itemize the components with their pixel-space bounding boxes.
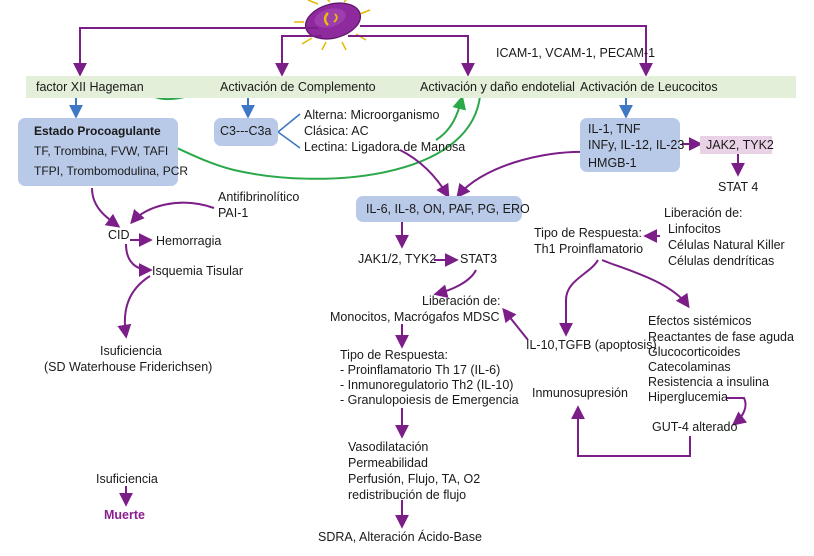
activacion-endotelial: Activación y daño endotelial	[420, 80, 575, 94]
clasica: Clásica: AC	[304, 124, 369, 138]
lib-right-title: Liberación de:	[664, 206, 743, 220]
infy: INFy, IL-12, IL-23	[588, 138, 685, 152]
arrow-th1-to-il10	[559, 259, 599, 337]
arrow-th1-to-efectos	[601, 259, 690, 309]
hmgb1: HMGB-1	[588, 156, 637, 170]
gut4: GUT-4 alterado	[652, 420, 738, 434]
arrow-il10-to-monocitos	[502, 307, 529, 341]
muerte: Muerte	[104, 508, 145, 522]
arrow-bacteria-to-factor-xii	[73, 27, 318, 77]
il6-list: IL-6, IL-8, ON, PAF, PG, ERO	[366, 202, 530, 216]
vaso-3: Perfusión, Flujo, TA, O2	[348, 472, 481, 486]
resp-3: - Granulopoiesis de Emergencia	[340, 393, 519, 407]
insuficiencia-2: Isuficiencia	[96, 472, 158, 486]
arrow-leucocitos-to-il6	[456, 150, 589, 199]
procoagulante-box	[18, 118, 178, 186]
arrow-cid-to-isquemia	[125, 243, 153, 277]
efectos-4: Catecolaminas	[648, 360, 731, 374]
arrow-endotelial-to-il6	[399, 149, 450, 199]
lib-right-3: Células dendríticas	[668, 254, 775, 268]
monocitos: Monocitos, Macrógafos MDSC	[330, 310, 500, 324]
liberacion-de: Liberación de:	[422, 294, 501, 308]
efectos-1: Efectos sistémicos	[648, 314, 752, 328]
jak12-tyk2: JAK1/2, TYK2	[358, 252, 437, 266]
tipo-respuesta-th1: Tipo de Respuesta:	[534, 226, 642, 240]
pai1: PAI-1	[218, 206, 249, 220]
il6-box	[356, 196, 522, 222]
antifibrinolitico: Antifibrinolítico	[218, 190, 300, 204]
factor-xii: factor XII Hageman	[36, 80, 144, 94]
sdra: SDRA, Alteración Ácido-Base	[318, 530, 482, 544]
il1-tnf: IL-1, TNF	[588, 122, 641, 136]
arrow-procoag-to-cid	[91, 187, 121, 228]
c3-bracket	[276, 113, 301, 149]
efectos-2: Reactantes de fase aguda	[648, 330, 794, 344]
tipo-respuesta-2: Tipo de Respuesta:	[340, 348, 448, 362]
lectina: Lectina: Ligadora de Manosa	[304, 140, 466, 154]
estado-procoagulante: Estado Procoagulante	[34, 124, 161, 138]
vaso-4: redistribución de flujo	[348, 488, 467, 502]
efectos-5: Resistencia a insulina	[648, 375, 769, 389]
arrow-endotelial-to-procoagulante	[161, 95, 481, 180]
leucocitos-box	[580, 118, 680, 172]
bacterium-icon	[294, 0, 371, 51]
il10-tgfb: IL-10,TGFB (apoptosis)	[526, 338, 657, 352]
jak2-tyk2: JAK2, TYK2	[706, 138, 774, 152]
procoag-down: TFPI, Trombomodulina, PCR	[34, 164, 189, 178]
arrow-antifib-to-cid	[130, 201, 215, 225]
arrow-bacteria-to-endotelial	[348, 35, 475, 77]
activation-band	[26, 76, 796, 98]
insuficiencia: Isuficiencia	[100, 344, 162, 358]
vaso-2: Permeabilidad	[348, 456, 428, 470]
arrow-bacteria-to-complemento	[275, 35, 322, 77]
arrow-hiperglucemia-to-gut4	[726, 397, 748, 426]
arrow-gut4-to-inmunosupresion	[571, 405, 691, 457]
activacion-complemento: Activación de Complemento	[220, 80, 376, 94]
arrow-bacteria-to-leucocitos	[360, 25, 653, 77]
cid: CID	[108, 228, 130, 242]
hemorragia: Hemorragia	[156, 234, 222, 248]
jak2-highlight	[700, 136, 772, 154]
alterna: Alterna: Microorganismo	[304, 108, 440, 122]
sd-waterhouse: (SD Waterhouse Friderichsen)	[44, 360, 213, 374]
inmunosupresion: Inmunosupresión	[532, 386, 628, 400]
procoag-up: TF, Trombina, FVW, TAFI	[34, 144, 169, 158]
lib-right-1: Linfocitos	[668, 222, 721, 236]
arrow-lectina-to-endotelial	[435, 95, 467, 141]
c3-label: C3---C3a	[220, 124, 272, 138]
isquemia: Isquemia Tisular	[152, 264, 244, 278]
th1: Th1 Proinflamatorio	[534, 242, 644, 256]
activacion-leucocitos: Activación de Leucocitos	[580, 80, 718, 94]
efectos-6: Hiperglucemia	[648, 390, 728, 404]
c3-box	[214, 118, 278, 146]
vaso-1: Vasodilatación	[348, 440, 429, 454]
icam-label: ICAM-1, VCAM-1, PECAM-1	[496, 46, 656, 60]
arrow-isquemia-to-insuficiencia	[117, 275, 151, 339]
resp-2: - Inmunoregulatorio Th2 (IL-10)	[340, 378, 514, 392]
resp-1: - Proinflamatorio Th 17 (IL-6)	[340, 363, 501, 377]
efectos-3: Glucocorticoides	[648, 345, 741, 359]
stat3: STAT3	[460, 252, 498, 266]
lib-right-2: Células Natural Killer	[668, 238, 785, 252]
arrow-stat3-to-liberacion	[433, 269, 477, 299]
stat4: STAT 4	[718, 180, 759, 194]
